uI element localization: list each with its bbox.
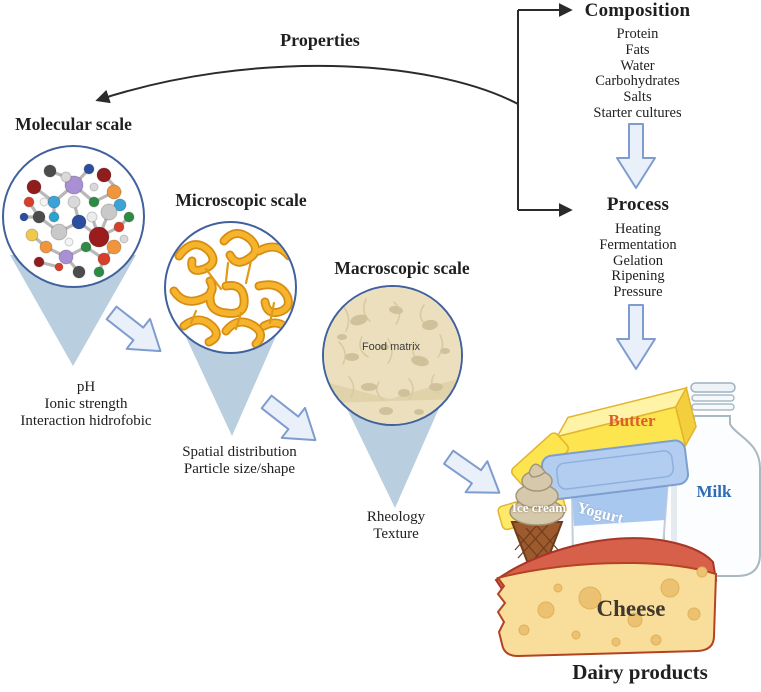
process-item: Gelation bbox=[613, 252, 663, 269]
ice-cream-icon bbox=[509, 463, 565, 590]
process-item: Heating bbox=[615, 221, 661, 237]
factor-item: Ionic strength bbox=[44, 396, 128, 412]
composition-item: Fats bbox=[625, 41, 650, 58]
molecular-funnel-shape bbox=[10, 255, 136, 366]
composition-title: Composition bbox=[584, 0, 691, 21]
factor-item: Particle size/shape bbox=[183, 461, 296, 477]
macroscopic-scale-title: Macroscopic scale bbox=[334, 258, 470, 278]
process-item: Pressure bbox=[613, 284, 663, 301]
composition-item: Protein bbox=[616, 26, 659, 42]
factor-item: Interaction hidrofobic bbox=[20, 413, 152, 429]
cheese-label: Cheese bbox=[596, 596, 666, 621]
molecular-scale-title: Molecular scale bbox=[15, 114, 132, 134]
process-item: Fermentation bbox=[599, 236, 677, 253]
microstructure-image bbox=[164, 221, 297, 354]
factor-item: Rheology bbox=[366, 509, 426, 525]
molecule-icon bbox=[19, 163, 135, 279]
dairy-products-illustration bbox=[494, 382, 761, 658]
butter-label: Butter bbox=[608, 411, 656, 430]
molecular-factors: pH Ionic strength Interaction hidrofobic bbox=[0, 379, 172, 430]
composition-item: Carbohydrates bbox=[595, 73, 680, 90]
process-title: Process bbox=[606, 194, 670, 215]
process-block: Process Heating Fermentation Gelation Ri… bbox=[548, 194, 728, 301]
ice-cream-label: Ice cream bbox=[511, 500, 567, 515]
milk-label: Milk bbox=[696, 482, 732, 501]
properties-label: Properties bbox=[280, 30, 360, 50]
composition-item: Starter cultures bbox=[593, 104, 682, 121]
process-item: Ripening bbox=[611, 268, 665, 285]
factor-item: pH bbox=[76, 379, 96, 395]
composition-item: Salts bbox=[623, 89, 652, 106]
dairy-products-title: Dairy products bbox=[572, 660, 708, 684]
food-matrix-image bbox=[322, 285, 463, 426]
cheese-icon bbox=[494, 537, 718, 658]
polymer-strands-icon bbox=[166, 223, 295, 352]
composition-item: Water bbox=[620, 57, 655, 74]
factor-item: Texture bbox=[373, 526, 419, 542]
food-matrix-texture-icon bbox=[324, 287, 461, 424]
molecular-structure-image bbox=[2, 145, 145, 288]
microscopic-factors: Spatial distribution Particle size/shape bbox=[147, 444, 332, 478]
macroscopic-factors: Rheology Texture bbox=[330, 509, 462, 543]
microscopic-scale-title: Microscopic scale bbox=[175, 190, 307, 210]
food-matrix-label: Food matrix bbox=[361, 341, 421, 353]
composition-block: Composition Protein Fats Water Carbohydr… bbox=[540, 0, 735, 122]
factor-item: Spatial distribution bbox=[182, 444, 297, 460]
